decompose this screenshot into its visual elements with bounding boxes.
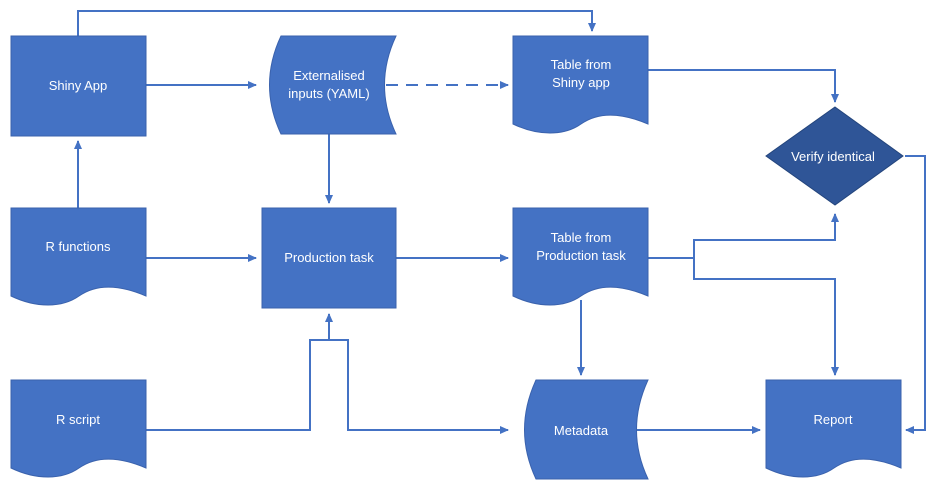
node-table-shiny-label-line-1: Table from xyxy=(551,57,612,72)
node-production-task: Production task xyxy=(261,207,397,309)
node-metadata: Metadata xyxy=(524,379,649,480)
node-r-script-label: R script xyxy=(56,412,100,427)
edge-production-task-to-metadata xyxy=(329,339,509,434)
node-shiny-app: Shiny App xyxy=(10,35,147,137)
document-shape xyxy=(512,35,649,134)
document-shape xyxy=(512,207,649,306)
edge-shiny-app-to-table-shiny xyxy=(77,10,596,36)
node-r-script: R script xyxy=(10,379,147,478)
process-shape xyxy=(10,35,147,137)
node-verify-identical-label: Verify identical xyxy=(791,149,875,164)
node-r-functions: R functions xyxy=(10,207,147,306)
edge-r-script-to-production-task xyxy=(146,313,333,431)
edge-table-shiny-to-verify-identical xyxy=(648,69,839,103)
node-report-label: Report xyxy=(813,412,852,427)
node-report: Report xyxy=(765,379,902,478)
node-verify-identical: Verify identical xyxy=(765,106,904,206)
document-shape xyxy=(10,379,147,478)
connectors xyxy=(74,10,926,434)
node-table-shiny-label-line-2: Shiny app xyxy=(552,75,610,90)
edge-verify-identical-to-report xyxy=(905,155,926,434)
node-production-task-label: Production task xyxy=(284,250,374,265)
node-table-production-label-line-1: Table from xyxy=(551,230,612,245)
node-table-from-shiny-app: Table from Shiny app xyxy=(512,35,649,134)
node-table-from-production-task: Table from Production task xyxy=(512,207,649,306)
node-shiny-app-label: Shiny App xyxy=(49,78,108,93)
decision-shape xyxy=(765,106,904,206)
node-externalised-inputs-label-line-1: Externalised xyxy=(293,68,365,83)
node-table-production-label-line-2: Production task xyxy=(536,248,626,263)
nodes: Shiny App Externalised inputs (YAML) Tab… xyxy=(10,35,904,480)
edge-table-production-to-report xyxy=(648,257,839,376)
node-externalised-inputs-label-line-2: inputs (YAML) xyxy=(288,86,369,101)
edge-table-production-to-verify-identical xyxy=(648,213,839,259)
document-shape xyxy=(10,207,147,306)
document-shape xyxy=(765,379,902,478)
stored-data-shape xyxy=(524,379,649,480)
node-r-functions-label: R functions xyxy=(45,239,111,254)
node-externalised-inputs: Externalised inputs (YAML) xyxy=(269,35,397,135)
stored-data-shape xyxy=(269,35,397,135)
process-shape xyxy=(261,207,397,309)
node-metadata-label: Metadata xyxy=(554,423,609,438)
